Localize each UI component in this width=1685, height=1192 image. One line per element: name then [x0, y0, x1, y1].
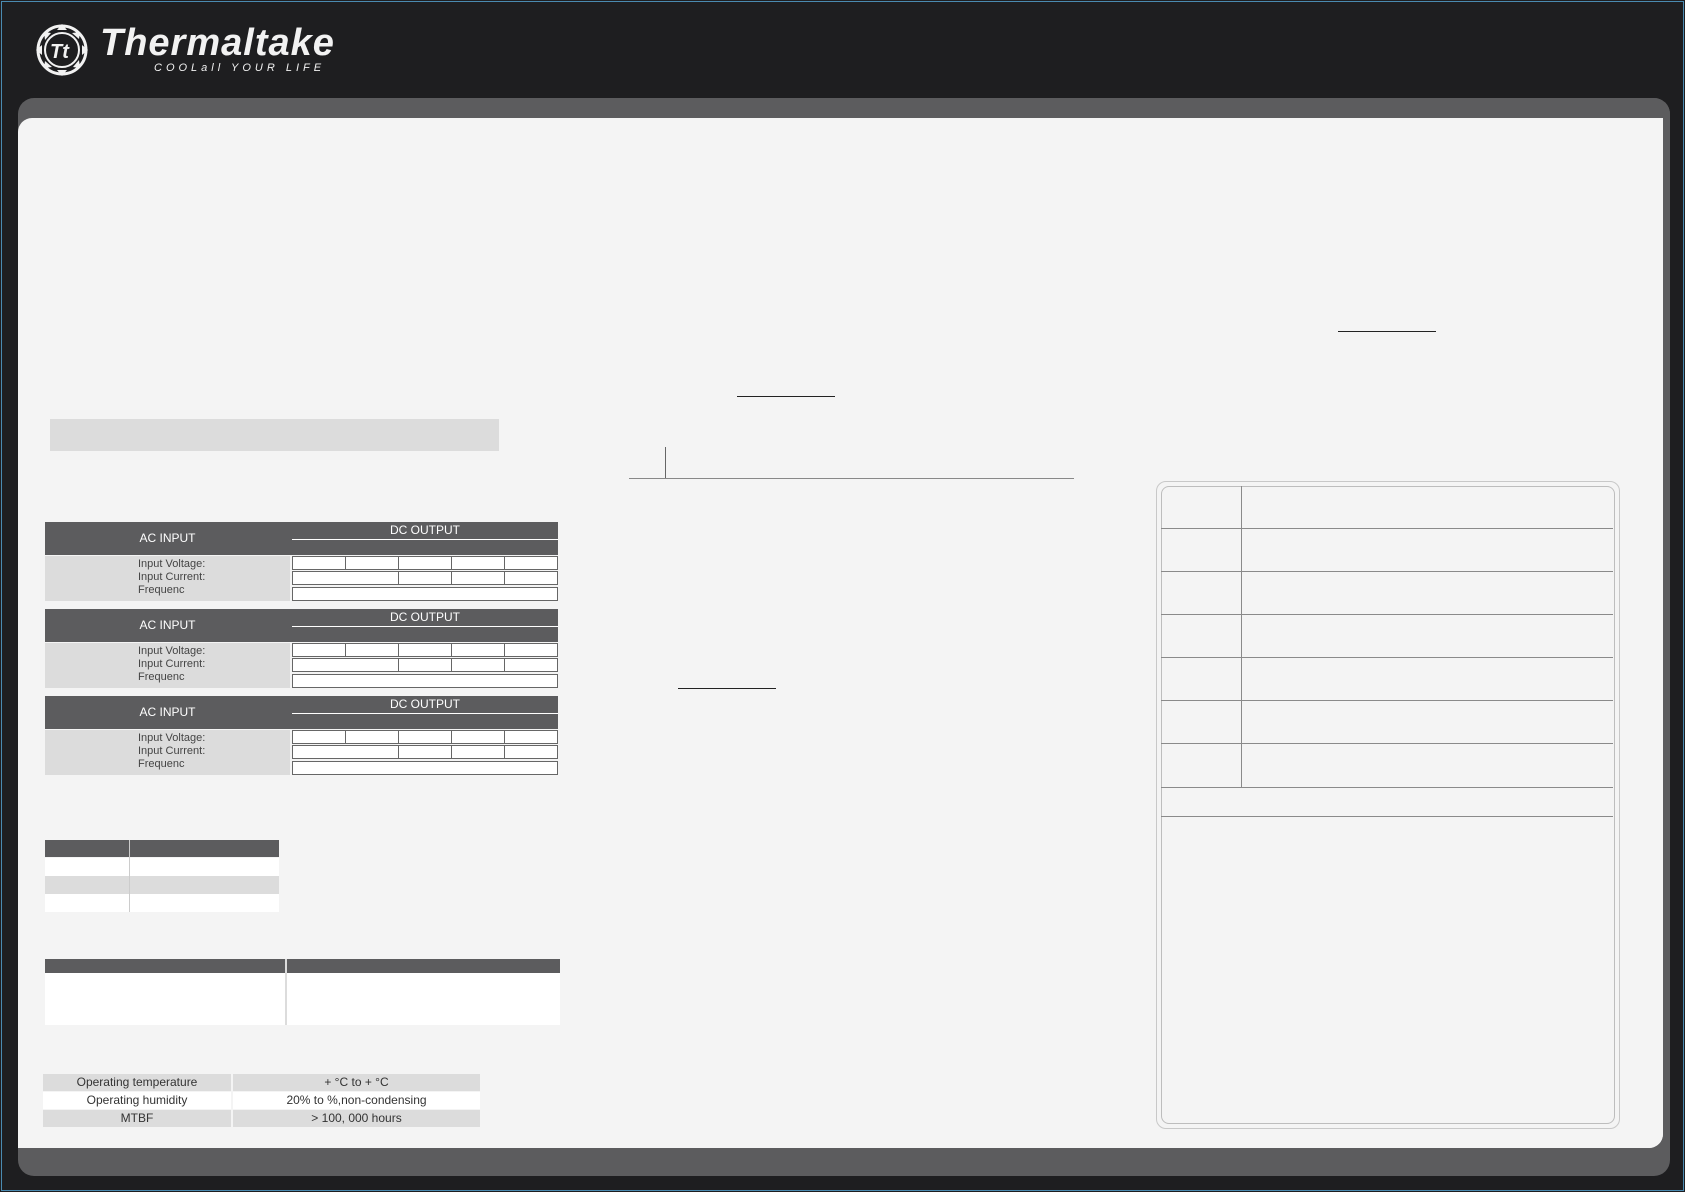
- column-divider: [285, 959, 287, 1025]
- table-row: [45, 876, 279, 894]
- dc-cell: [451, 571, 505, 585]
- ac-input-label: AC INPUT: [139, 705, 196, 719]
- header-bar: Tt Thermaltake COOLall YOUR LIFE: [2, 2, 1683, 94]
- frequency-label: Frequenc: [138, 671, 185, 683]
- dc-cell: [398, 730, 452, 744]
- table-header: [45, 959, 560, 973]
- ac-table-body: Input Voltage: Input Current: Frequenc: [45, 556, 290, 601]
- env-value: 20% to %,non-condensing: [233, 1092, 480, 1109]
- ac-input-table-2: AC INPUT DC OUTPUT Input Voltage: Input …: [45, 609, 558, 688]
- dc-cell: [292, 761, 558, 775]
- thermaltake-logo: Tt Thermaltake COOLall YOUR LIFE: [32, 22, 342, 82]
- env-value: > 100, 000 hours: [233, 1110, 480, 1127]
- brand-wordmark: Thermaltake: [100, 22, 335, 64]
- row-divider: [1161, 614, 1613, 615]
- dc-output-grid: [292, 556, 558, 601]
- divider-horizontal: [629, 478, 1074, 479]
- dc-output-label: DC OUTPUT: [292, 696, 558, 714]
- row-divider: [1161, 787, 1613, 788]
- dc-cell: [292, 674, 558, 688]
- dc-cell: [292, 556, 346, 570]
- dc-output-label: DC OUTPUT: [292, 522, 558, 540]
- dc-cell: [451, 745, 505, 759]
- column-divider: [129, 840, 130, 912]
- input-current-label: Input Current:: [138, 745, 206, 757]
- row-divider: [1161, 571, 1613, 572]
- dc-cell: [398, 745, 452, 759]
- right-table-inner: [1161, 486, 1615, 1124]
- right-spec-table: [1156, 481, 1620, 1129]
- dc-cell: [451, 643, 505, 657]
- row-divider: [1161, 528, 1613, 529]
- row-divider: [1161, 657, 1613, 658]
- frequency-label: Frequenc: [138, 758, 185, 770]
- input-current-label: Input Current:: [138, 571, 206, 583]
- dc-cell: [292, 571, 399, 585]
- env-label: Operating temperature: [43, 1074, 231, 1091]
- ac-input-table-3: AC INPUT DC OUTPUT Input Voltage: Input …: [45, 696, 558, 775]
- input-voltage-label: Input Voltage:: [138, 645, 206, 657]
- dc-cell: [451, 556, 505, 570]
- section-header-bar: [50, 419, 499, 451]
- dc-cell: [292, 587, 558, 601]
- dc-cell: [398, 643, 452, 657]
- dc-cell: [292, 643, 346, 657]
- dc-cell: [345, 730, 399, 744]
- brand-tagline: COOLall YOUR LIFE: [154, 62, 326, 74]
- ac-input-label: AC INPUT: [139, 618, 196, 632]
- column-divider: [1241, 486, 1242, 788]
- wide-spec-table: [45, 959, 560, 1025]
- dc-cell: [398, 556, 452, 570]
- dc-cell: [451, 658, 505, 672]
- ac-table-header: AC INPUT DC OUTPUT: [45, 696, 558, 729]
- ac-table-header: AC INPUT DC OUTPUT: [45, 609, 558, 642]
- table-row: Operating temperature + °C to + °C: [43, 1074, 480, 1091]
- dc-cell: [504, 658, 558, 672]
- ac-input-label: AC INPUT: [139, 531, 196, 545]
- dc-output-label: DC OUTPUT: [292, 609, 558, 627]
- env-label: Operating humidity: [43, 1092, 231, 1109]
- row-divider: [1161, 816, 1613, 817]
- row-divider: [1161, 700, 1613, 701]
- dc-cell: [504, 571, 558, 585]
- dc-cell: [345, 643, 399, 657]
- dc-cell: [292, 730, 346, 744]
- dc-output-grid: [292, 643, 558, 688]
- dc-cell: [292, 658, 399, 672]
- dc-cell: [292, 745, 399, 759]
- ac-table-body: Input Voltage: Input Current: Frequenc: [45, 730, 290, 775]
- table-row: [45, 858, 279, 876]
- dc-output-grid: [292, 730, 558, 775]
- dc-cell: [504, 745, 558, 759]
- underline-mark: [678, 688, 776, 689]
- table-row: [45, 894, 279, 912]
- input-voltage-label: Input Voltage:: [138, 558, 206, 570]
- ac-table-body: Input Voltage: Input Current: Frequenc: [45, 643, 290, 688]
- table-row: [45, 973, 560, 1025]
- divider-vertical: [665, 447, 666, 479]
- dc-cell: [345, 556, 399, 570]
- tt-emblem-icon: Tt: [36, 24, 88, 76]
- svg-text:Tt: Tt: [50, 41, 70, 63]
- dc-cell: [504, 730, 558, 744]
- underline-mark: [737, 396, 835, 397]
- env-value: + °C to + °C: [233, 1074, 480, 1091]
- dc-cell: [504, 643, 558, 657]
- ac-table-header: AC INPUT DC OUTPUT: [45, 522, 558, 555]
- row-divider: [1161, 743, 1613, 744]
- input-current-label: Input Current:: [138, 658, 206, 670]
- dc-cell: [398, 571, 452, 585]
- dc-cell: [504, 556, 558, 570]
- dc-cell: [451, 730, 505, 744]
- ac-input-table-1: AC INPUT DC OUTPUT Input Voltage: Input …: [45, 522, 558, 601]
- frequency-label: Frequenc: [138, 584, 185, 596]
- table-header: [45, 840, 279, 857]
- underline-mark: [1338, 331, 1436, 332]
- env-label: MTBF: [43, 1110, 231, 1127]
- input-voltage-label: Input Voltage:: [138, 732, 206, 744]
- dc-cell: [398, 658, 452, 672]
- table-row: MTBF > 100, 000 hours: [43, 1110, 480, 1127]
- table-row: Operating humidity 20% to %,non-condensi…: [43, 1092, 480, 1109]
